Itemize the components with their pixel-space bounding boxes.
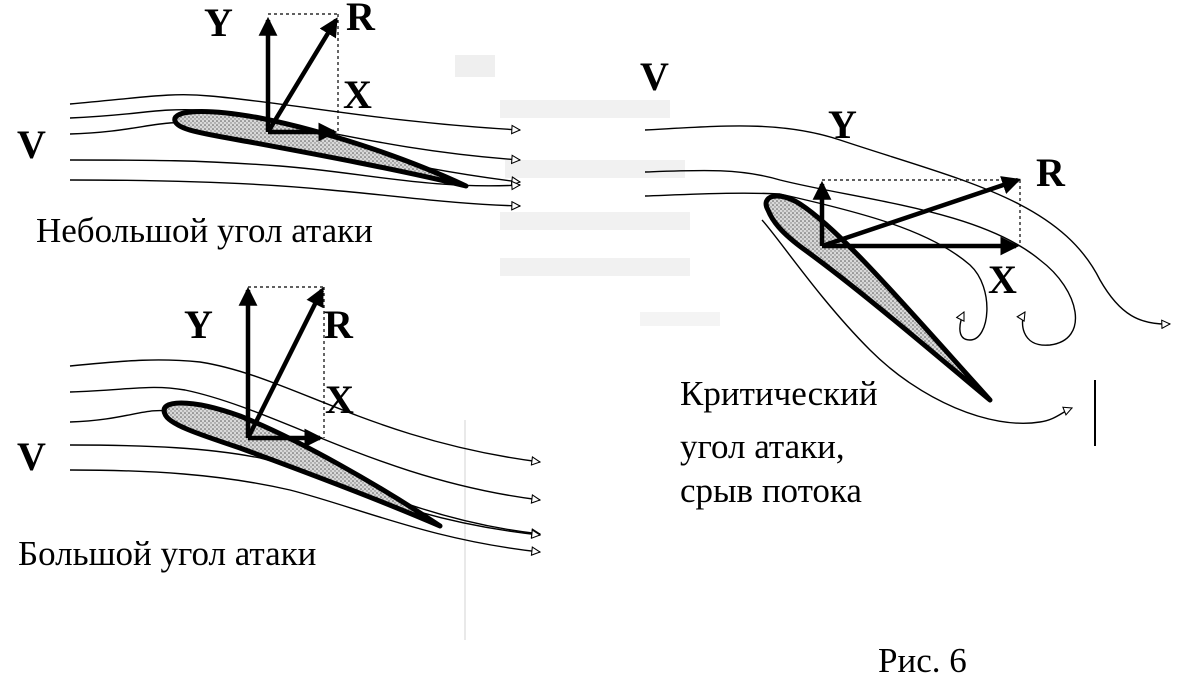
resultant-vector <box>245 287 325 440</box>
force-rectangle <box>268 13 339 132</box>
panel-caption-line-3: срыв потока <box>680 471 862 510</box>
lift-label: Y <box>828 102 857 147</box>
force-rectangle <box>248 286 325 438</box>
resultant-vector <box>266 17 338 134</box>
resultant-label: R <box>346 0 376 39</box>
drag-label: X <box>325 377 354 422</box>
velocity-label: V <box>17 122 46 167</box>
velocity-label: V <box>17 434 46 479</box>
resultant-label: R <box>1036 150 1066 195</box>
panel-large-angle: Y R X V Большой угол атаки <box>17 286 540 573</box>
drag-label: X <box>343 72 372 117</box>
velocity-label: V <box>640 54 669 99</box>
panel-caption-line-1: Критический <box>680 374 878 413</box>
resultant-vector <box>821 176 1021 249</box>
panel-small-angle: Y R X V Небольшой угол атаки <box>17 0 520 250</box>
airfoil <box>172 109 469 189</box>
panel-caption-line-2: угол атаки, <box>680 427 845 466</box>
lift-label: Y <box>184 302 213 347</box>
airfoil <box>161 400 443 529</box>
resultant-label: R <box>324 302 354 347</box>
panel-caption: Небольшой угол атаки <box>36 211 373 250</box>
figure-label: Рис. 6 <box>878 641 967 680</box>
lift-label: Y <box>204 0 233 45</box>
panel-caption: Большой угол атаки <box>18 534 316 573</box>
scan-bleed-through <box>455 55 720 640</box>
panel-critical-angle: V Y R X Критический угол атаки, срыв пот… <box>640 54 1170 510</box>
drag-label: X <box>988 257 1017 302</box>
force-rectangle <box>822 179 1021 246</box>
